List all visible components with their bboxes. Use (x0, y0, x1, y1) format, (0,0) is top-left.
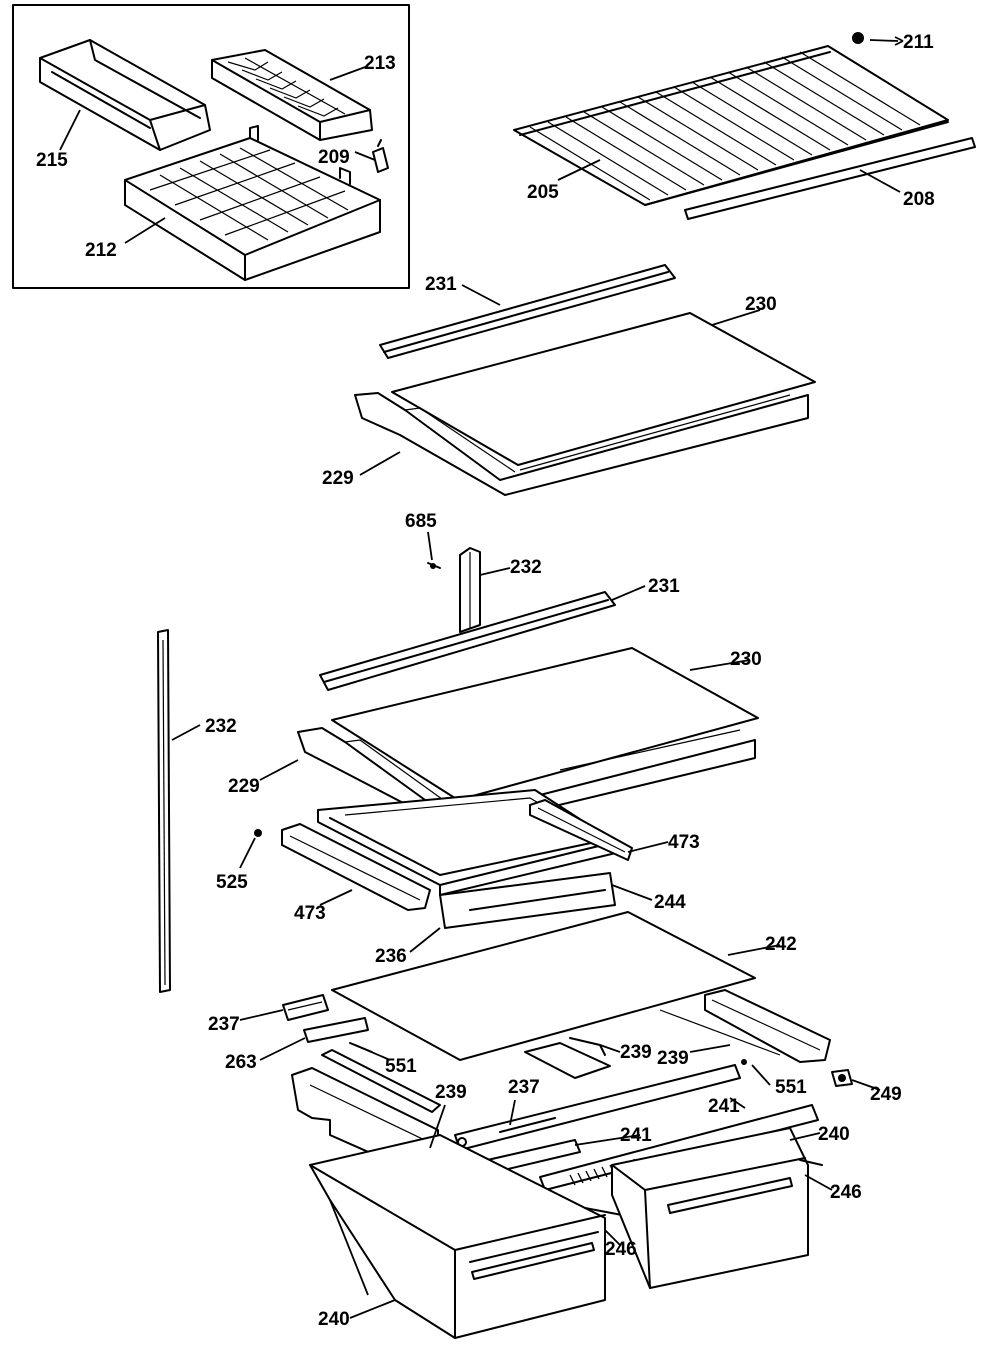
part-209-clip (372, 139, 389, 173)
label-232-short: 232 (510, 557, 542, 578)
label-249: 249 (870, 1084, 902, 1105)
label-229-middle: 229 (228, 776, 260, 797)
part-239-center-support (524, 1037, 611, 1079)
leader-lines (59, 36, 904, 1319)
label-232-long: 232 (205, 716, 237, 737)
label-240-right: 240 (818, 1124, 850, 1145)
label-205: 205 (527, 182, 559, 203)
label-230-upper: 230 (745, 294, 777, 315)
label-263: 263 (225, 1052, 257, 1073)
label-213: 213 (364, 53, 396, 74)
part-right-rail (659, 989, 831, 1063)
label-685: 685 (405, 511, 437, 532)
label-241-right: 241 (708, 1096, 740, 1117)
label-239-left: 239 (435, 1082, 467, 1103)
part-231-upper-trim (379, 264, 676, 359)
inset-box (12, 4, 410, 289)
part-551-screw-right (741, 1059, 747, 1065)
part-685-screw (427, 562, 441, 569)
label-525: 525 (216, 872, 248, 893)
label-212: 212 (85, 240, 117, 261)
label-241-left: 241 (620, 1125, 652, 1146)
label-230-middle: 230 (730, 649, 762, 670)
label-237-left: 237 (208, 1014, 240, 1035)
part-230-upper-glass (391, 312, 816, 466)
label-208: 208 (903, 189, 935, 210)
label-246-right: 246 (830, 1182, 862, 1203)
part-229-upper-frame (354, 392, 809, 496)
label-237-front: 237 (508, 1077, 540, 1098)
label-211: 211 (903, 32, 934, 53)
label-551-right: 551 (775, 1077, 807, 1098)
part-240-crisper-right (611, 1127, 823, 1289)
part-232-upright-long (157, 629, 171, 993)
part-263-strip (303, 1017, 369, 1043)
label-239-center: 239 (620, 1042, 652, 1063)
part-473-drawer-slide-left (281, 823, 431, 911)
label-473-left: 473 (294, 903, 326, 924)
part-525-screw (254, 829, 262, 837)
label-209: 209 (318, 147, 350, 168)
part-237-clip-left (282, 994, 329, 1021)
label-229-upper: 229 (322, 468, 354, 489)
label-246-left: 246 (605, 1239, 637, 1260)
part-249-roller (831, 1069, 853, 1087)
part-208-strip (684, 137, 976, 220)
part-242-crisper-glass (331, 911, 756, 1061)
part-213-ice-tray (211, 49, 373, 141)
label-473-right: 473 (668, 832, 700, 853)
part-230-middle-glass (331, 647, 759, 801)
callout-labels: 211 213 215 209 212 205 208 231 230 229 … (36, 32, 935, 1330)
label-244: 244 (654, 892, 686, 913)
part-240-crisper-left (309, 1134, 623, 1339)
part-232-upright-short (459, 547, 481, 633)
part-231-middle-trim (319, 591, 616, 691)
part-212-rack (124, 125, 381, 281)
part-229-middle-frame (297, 727, 756, 831)
label-215: 215 (36, 150, 68, 171)
part-236-front (439, 872, 616, 929)
part-473-drawer-slide-right (529, 799, 633, 861)
label-242: 242 (765, 934, 797, 955)
part-215-bin (39, 39, 211, 151)
label-231-middle: 231 (648, 576, 680, 597)
label-240-left: 240 (318, 1309, 350, 1330)
part-205-wire-shelf (513, 45, 949, 206)
part-239-left-bracket (291, 1049, 441, 1167)
label-231-upper: 231 (425, 274, 457, 295)
label-551-left: 551 (385, 1056, 417, 1077)
part-211-cap (852, 32, 864, 44)
label-239-right: 239 (657, 1048, 689, 1069)
label-236: 236 (375, 946, 407, 967)
